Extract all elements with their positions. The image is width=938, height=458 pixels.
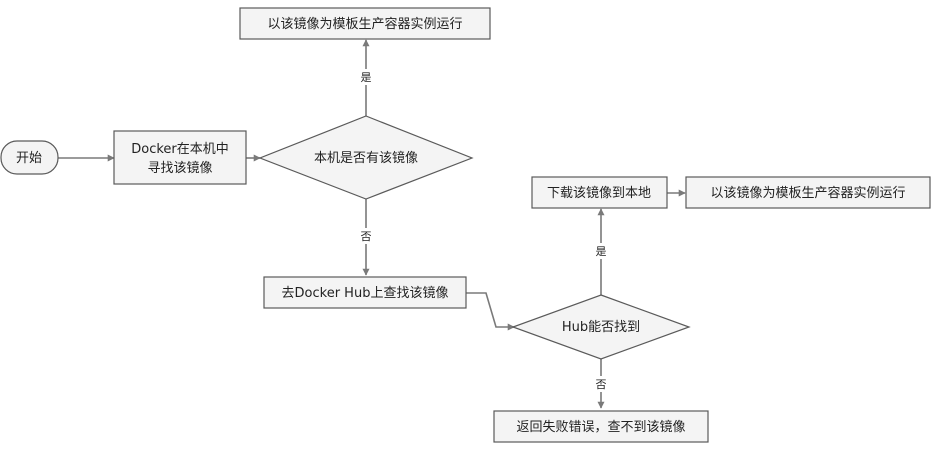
search-hub-box bbox=[263, 276, 467, 309]
edge-label-no-hub: 否 bbox=[596, 378, 607, 391]
download-label: 下载该镜像到本地 bbox=[547, 186, 651, 201]
hub-found-label: Hub能否找到 bbox=[562, 320, 640, 335]
local-exists-label: 本机是否有该镜像 bbox=[314, 151, 418, 166]
edge-label-bg-no-local bbox=[358, 228, 374, 244]
edge-label-bg-yes-top bbox=[358, 69, 374, 85]
edge-label-bg-yes-hub bbox=[593, 243, 609, 259]
run-container-top-label: 以该镜像为模板生产容器实例运行 bbox=[267, 16, 462, 32]
start-node-label: 开始 bbox=[16, 151, 42, 166]
error-label: 返回失败错误，查不到该镜像 bbox=[516, 420, 685, 435]
edge-label-no-local: 否 bbox=[361, 230, 372, 243]
error-box bbox=[493, 410, 709, 443]
download-box bbox=[531, 176, 668, 209]
hub-found-decision bbox=[511, 294, 691, 360]
edge-label-yes-hub: 是 bbox=[596, 245, 607, 258]
edge-label-yes-top: 是 bbox=[361, 71, 372, 84]
run-container-right-label: 以该镜像为模板生产容器实例运行 bbox=[710, 185, 905, 201]
docker-search-box bbox=[113, 130, 247, 185]
docker-search-label-line1: Docker在本机中 bbox=[131, 142, 229, 157]
local-exists-decision bbox=[258, 115, 474, 200]
docker-search-label-line2: 寻找该镜像 bbox=[147, 161, 212, 176]
run-container-right-box bbox=[685, 176, 931, 209]
search-hub-label: 去Docker Hub上查找该镜像 bbox=[282, 286, 449, 301]
run-container-top-box bbox=[239, 7, 491, 40]
edge-search-hub-to-hub-found bbox=[466, 292, 515, 331]
start-node bbox=[0, 140, 59, 175]
edge-label-bg-no-hub bbox=[593, 376, 609, 392]
